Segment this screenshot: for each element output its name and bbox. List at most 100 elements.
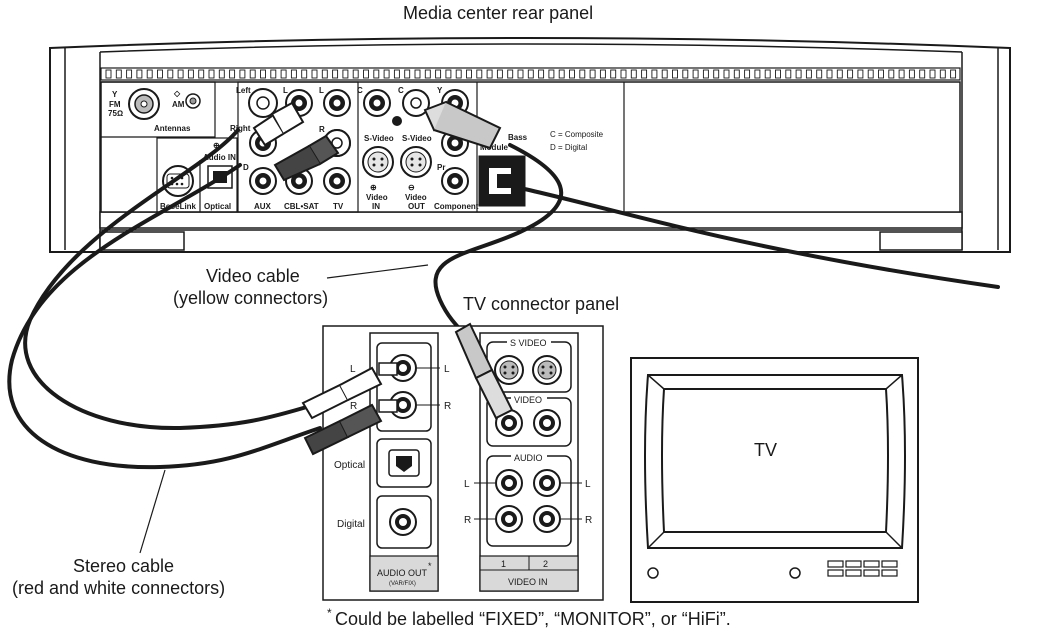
am-label: AM bbox=[172, 100, 185, 109]
tv-audio-r1-jack[interactable] bbox=[495, 505, 523, 533]
vent-slot bbox=[218, 69, 225, 79]
c2-label: C bbox=[398, 86, 404, 95]
rca-plug-yellow-tv bbox=[454, 322, 514, 420]
vent-slot bbox=[270, 69, 277, 79]
cables bbox=[7, 128, 1000, 470]
stereo-cable-red bbox=[7, 163, 322, 470]
bass-module-cable bbox=[518, 186, 1000, 289]
boselink-label: BoseLink bbox=[160, 202, 197, 211]
tv-audio-r2-jack[interactable] bbox=[533, 505, 561, 533]
footnote-text: Could be labelled “FIXED”, “MONITOR”, or… bbox=[335, 609, 731, 629]
vent-slot bbox=[857, 69, 864, 79]
tv-digital-jack[interactable] bbox=[389, 508, 417, 536]
vent-slot bbox=[548, 69, 555, 79]
bass-module-port[interactable] bbox=[478, 155, 526, 207]
tv-audio-l1-jack[interactable] bbox=[495, 469, 523, 497]
vent-slot bbox=[280, 69, 287, 79]
tv-button-grid[interactable] bbox=[827, 560, 898, 577]
tv-video-2-jack[interactable] bbox=[533, 409, 561, 437]
vent-slot bbox=[723, 69, 730, 79]
fm-75-label: 75Ω bbox=[108, 109, 123, 118]
vent-slot bbox=[311, 69, 318, 79]
video-cable-caption-1: Video cable bbox=[206, 266, 300, 286]
vent-slot bbox=[146, 69, 153, 79]
rca-jack[interactable] bbox=[285, 89, 313, 117]
vent-slot bbox=[187, 69, 194, 79]
audio-out-sub: (VAR/FIX) bbox=[389, 581, 416, 587]
rca-jack[interactable] bbox=[441, 167, 469, 195]
vent-slot bbox=[764, 69, 771, 79]
video-cable-leader bbox=[326, 264, 429, 279]
tv-digital-label: Digital bbox=[337, 519, 365, 530]
audio-l-left-label: L bbox=[464, 479, 470, 490]
tv-set: TV bbox=[630, 357, 919, 603]
audio-l-right-label: L bbox=[585, 479, 591, 490]
media-center-caption: Media center rear panel bbox=[403, 3, 593, 23]
audio-out-star: * bbox=[428, 561, 432, 571]
tv-panel-caption: TV connector panel bbox=[463, 294, 619, 314]
vent-slot bbox=[558, 69, 565, 79]
vent-slot bbox=[620, 69, 627, 79]
audio-label: AUDIO bbox=[514, 453, 543, 463]
vent-slot bbox=[507, 69, 514, 79]
fm-label: FM bbox=[109, 100, 121, 109]
vent-slot bbox=[682, 69, 689, 79]
video-in-col1: 1 bbox=[501, 559, 506, 569]
vent-slot bbox=[929, 69, 936, 79]
video-out-label-1: Video bbox=[405, 193, 427, 202]
svideo-in-port[interactable] bbox=[362, 146, 394, 178]
vent-slot bbox=[424, 69, 431, 79]
svideo-label: S VIDEO bbox=[510, 338, 547, 348]
plug-l-label: L bbox=[350, 364, 356, 375]
vent-slot bbox=[651, 69, 658, 79]
vent-slot bbox=[527, 69, 534, 79]
indicator-dot bbox=[392, 116, 402, 126]
video-cable bbox=[433, 143, 564, 340]
tv-control-knob[interactable] bbox=[789, 567, 801, 579]
cbl-sat-label: CBL•SAT bbox=[284, 202, 319, 211]
vent-slot bbox=[373, 69, 380, 79]
digital-d-label: D bbox=[243, 163, 249, 172]
vent-slot bbox=[641, 69, 648, 79]
svideo-out-label: S-Video bbox=[402, 134, 432, 143]
video-out-label-2: OUT bbox=[408, 202, 425, 211]
cbl-l-label: L bbox=[319, 86, 324, 95]
svideo-out-port[interactable] bbox=[400, 146, 432, 178]
vent-slot bbox=[445, 69, 452, 79]
vent-slot bbox=[167, 69, 174, 79]
rca-jack[interactable] bbox=[323, 89, 351, 117]
vent-slot bbox=[177, 69, 184, 79]
footnote-star: * bbox=[327, 606, 332, 620]
left-label: Left bbox=[236, 86, 251, 95]
fm-y-glyph: Y bbox=[112, 90, 118, 99]
vent-slot bbox=[321, 69, 328, 79]
video-cable-caption-2: (yellow connectors) bbox=[173, 288, 328, 308]
video-in-arrow-icon: ⊕ bbox=[370, 183, 377, 192]
vent-slot bbox=[569, 69, 575, 79]
vent-slot bbox=[816, 69, 823, 79]
plug-r-label: R bbox=[350, 401, 357, 412]
vent-slot bbox=[713, 69, 720, 79]
tv-audio-l2-jack[interactable] bbox=[533, 469, 561, 497]
tv-svideo-2-port[interactable] bbox=[532, 355, 562, 385]
rca-jack[interactable] bbox=[249, 167, 277, 195]
vent-slot bbox=[805, 69, 812, 79]
y-label: Y bbox=[437, 86, 443, 95]
tv-video-1-jack[interactable] bbox=[495, 409, 523, 437]
vent-slot bbox=[290, 69, 297, 79]
stereo-cable-leader bbox=[139, 469, 166, 554]
vent-slot bbox=[260, 69, 266, 79]
vent-slot bbox=[672, 69, 678, 79]
rca-jack[interactable] bbox=[323, 167, 351, 195]
vent-slot bbox=[332, 69, 339, 79]
vent-slot bbox=[404, 69, 411, 79]
tv-svideo-1-port[interactable] bbox=[494, 355, 524, 385]
vent-slot bbox=[239, 69, 246, 79]
rca-jack[interactable] bbox=[363, 89, 391, 117]
vent-slot bbox=[301, 69, 308, 79]
tv-power-knob[interactable] bbox=[647, 567, 659, 579]
bass-label: Bass bbox=[508, 133, 528, 142]
vent-slot bbox=[847, 69, 854, 79]
rca-plug-red-tv bbox=[303, 399, 398, 456]
